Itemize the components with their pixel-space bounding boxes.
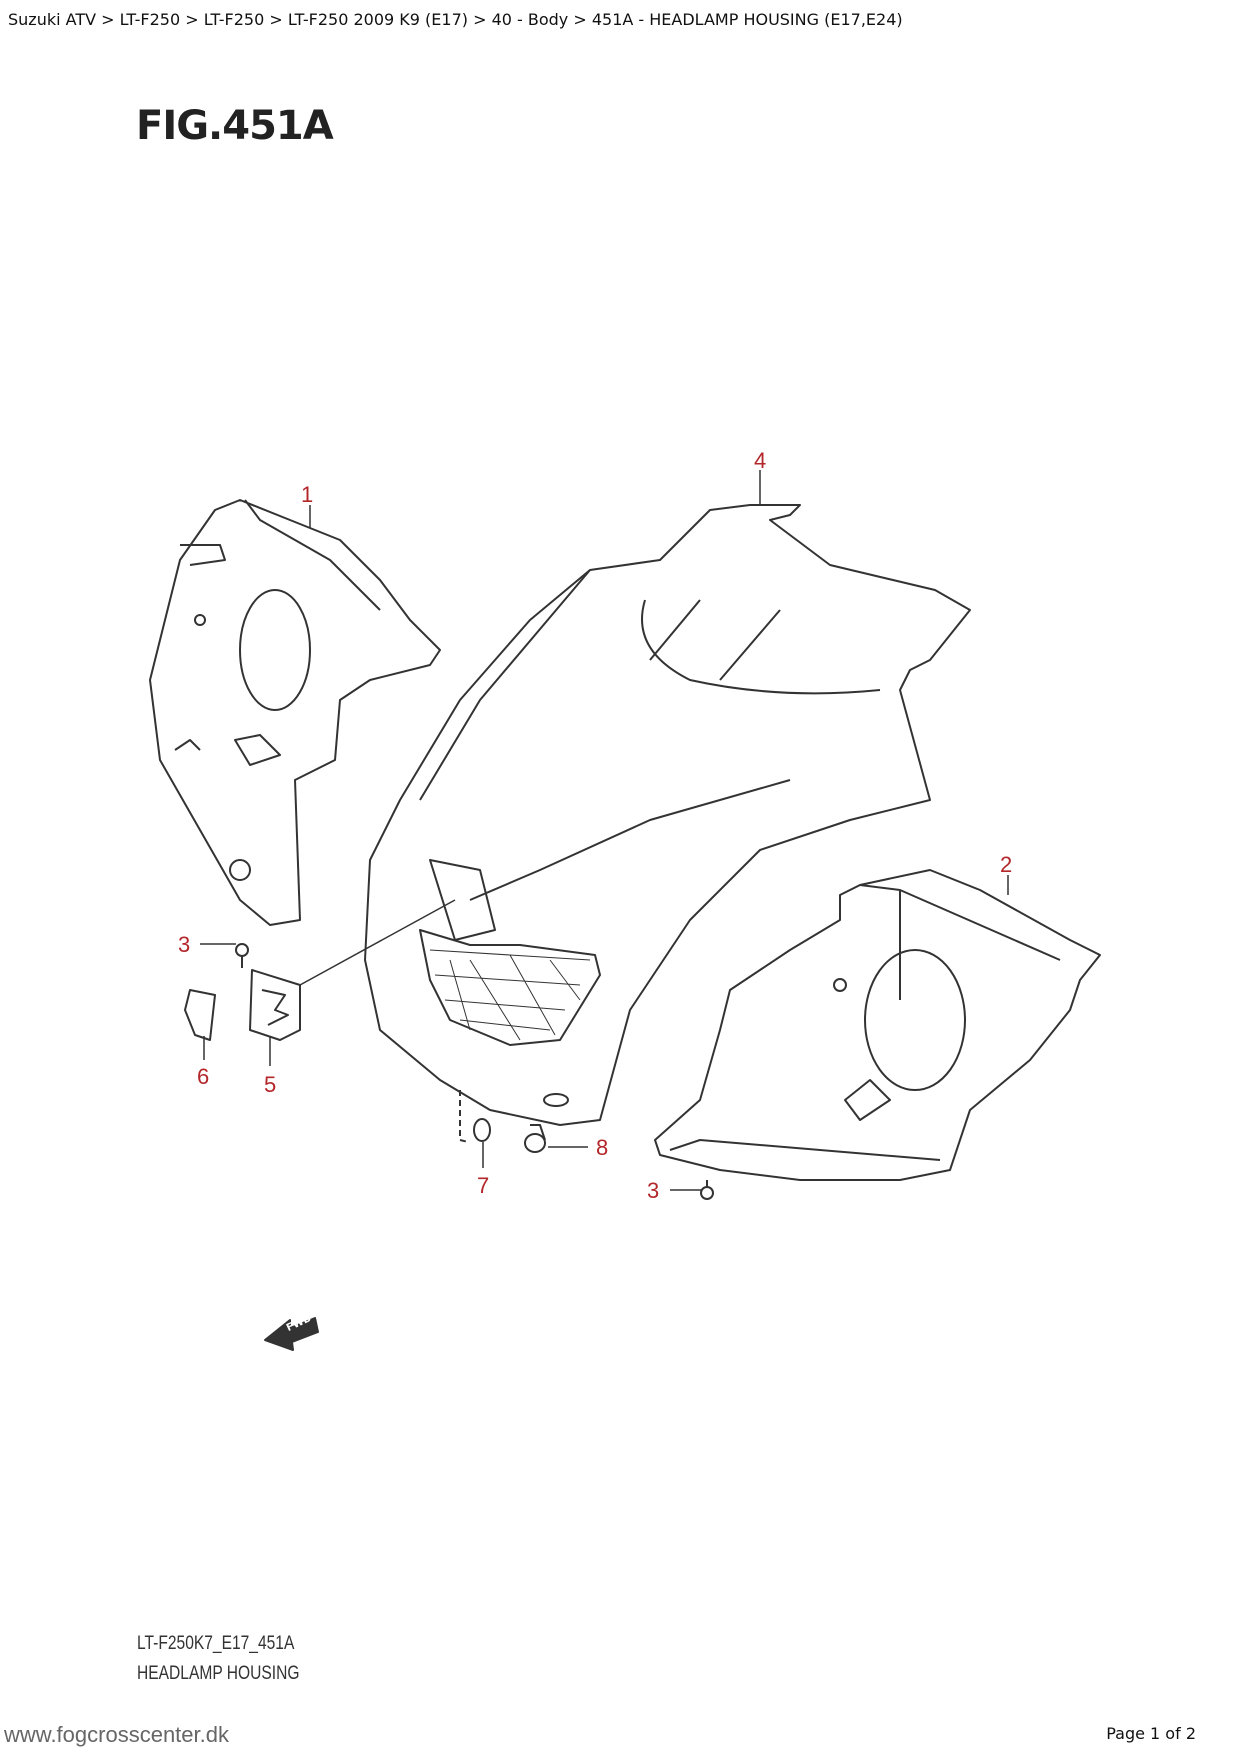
- callout-4: 4: [754, 448, 767, 473]
- breadcrumb: Suzuki ATV > LT-F250 > LT-F250 > LT-F250…: [8, 10, 903, 29]
- figure-title: FIG.451A: [136, 103, 334, 149]
- callout-2: 2: [1000, 852, 1013, 877]
- drawing-code: LT-F250K7_E17_451A: [137, 1633, 295, 1654]
- part-3-screw-lower: [700, 1180, 714, 1200]
- leader-lines: [200, 470, 1009, 1191]
- callout-3-lower: 3: [647, 1178, 660, 1203]
- callout-8: 8: [596, 1135, 609, 1160]
- site-url[interactable]: www.fogcrosscenter.dk: [4, 1722, 229, 1747]
- part-7-grommet: [459, 1090, 491, 1143]
- callout-3: 3: [178, 932, 191, 957]
- part-6-emblem: [184, 989, 216, 1041]
- part-4-front-cover: [364, 504, 971, 1126]
- part-2-right-housing: [654, 869, 1101, 1181]
- callout-5: 5: [264, 1072, 277, 1097]
- part-8-clip: [524, 1124, 546, 1153]
- callout-1: 1: [301, 482, 314, 507]
- part-3-screw-upper: [235, 943, 249, 968]
- callout-7: 7: [477, 1173, 490, 1198]
- callout-6: 6: [197, 1064, 210, 1089]
- page-number: Page 1 of 2: [1106, 1724, 1196, 1743]
- part-5-emblem-plate: [249, 969, 301, 1041]
- drawing-name: HEADLAMP HOUSING: [137, 1663, 300, 1684]
- part-1-left-housing: [149, 499, 441, 926]
- fwd-arrow-icon: [264, 1317, 319, 1351]
